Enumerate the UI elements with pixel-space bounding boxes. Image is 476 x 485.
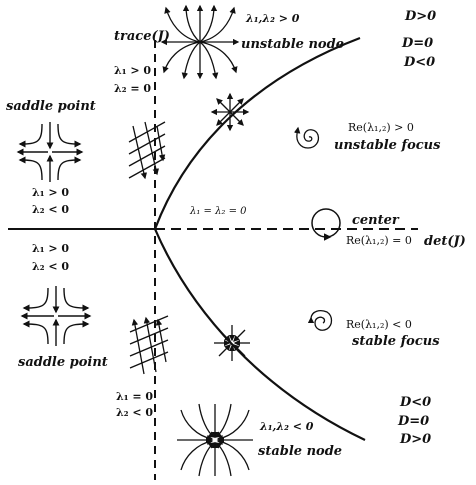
stable-node-portrait [177, 403, 253, 477]
discriminant-bottom-negative: D<0 [399, 395, 431, 410]
discriminant-top-positive: D>0 [404, 9, 436, 24]
stable-focus-label: stable focus [352, 334, 440, 349]
unstable-node-condition: λ₁,λ₂ > 0 [245, 12, 300, 25]
stable-node-label: stable node [258, 444, 342, 459]
origin-label: λ₁ = λ₂ = 0 [189, 206, 247, 217]
axis-top-lambda1: λ₁ > 0 [114, 64, 151, 77]
unstable-focus-spiral-icon [293, 126, 320, 149]
unstable-node-portrait [160, 4, 240, 80]
parabola [153, 36, 366, 441]
star-node-unstable-portrait [210, 92, 250, 132]
discriminant-bottom-positive: D>0 [399, 432, 431, 447]
discriminant-top-negative: D<0 [403, 55, 435, 70]
discriminant-top-zero: D=0 [401, 36, 433, 51]
unstable-focus-label: unstable focus [334, 138, 441, 153]
degenerate-lower-portrait [129, 315, 169, 375]
saddle-top-lambda1: λ₁ > 0 [32, 186, 69, 199]
parabola-lower [153, 228, 366, 441]
unstable-node-label: unstable node [241, 37, 344, 52]
unstable-focus-condition: Re(λ₁,₂) > 0 [348, 121, 414, 134]
saddle-top-portrait [16, 122, 84, 182]
discriminant-bottom-zero: D=0 [397, 414, 429, 429]
saddle-bottom-lambda1: λ₁ > 0 [32, 242, 69, 255]
saddle-top-label: saddle point [6, 99, 96, 114]
stable-node-condition: λ₁,λ₂ < 0 [259, 420, 314, 433]
star-node-stable-portrait [214, 325, 250, 361]
axis-bottom-lambda2: λ₂ < 0 [116, 406, 153, 419]
axes [8, 40, 418, 480]
stable-focus-condition: Re(λ₁,₂) < 0 [346, 318, 412, 331]
saddle-bottom-label: saddle point [18, 355, 108, 370]
center-label: center [352, 213, 400, 228]
axis-bottom-lambda1: λ₁ = 0 [116, 390, 153, 403]
degenerate-upper-portrait [128, 121, 166, 180]
center-condition: Re(λ₁,₂) = 0 [346, 234, 412, 247]
saddle-bottom-portrait [20, 286, 92, 346]
saddle-top-lambda2: λ₂ < 0 [32, 203, 69, 216]
saddle-bottom-lambda2: λ₂ < 0 [32, 260, 69, 273]
stable-focus-spiral-icon [307, 310, 333, 331]
parabola-upper [153, 36, 361, 230]
center-orbit-icon [311, 208, 341, 241]
det-axis-label: det(J) [424, 234, 466, 249]
trace-axis-label: trace(J) [114, 29, 170, 44]
axis-top-lambda2: λ₂ = 0 [114, 82, 151, 95]
